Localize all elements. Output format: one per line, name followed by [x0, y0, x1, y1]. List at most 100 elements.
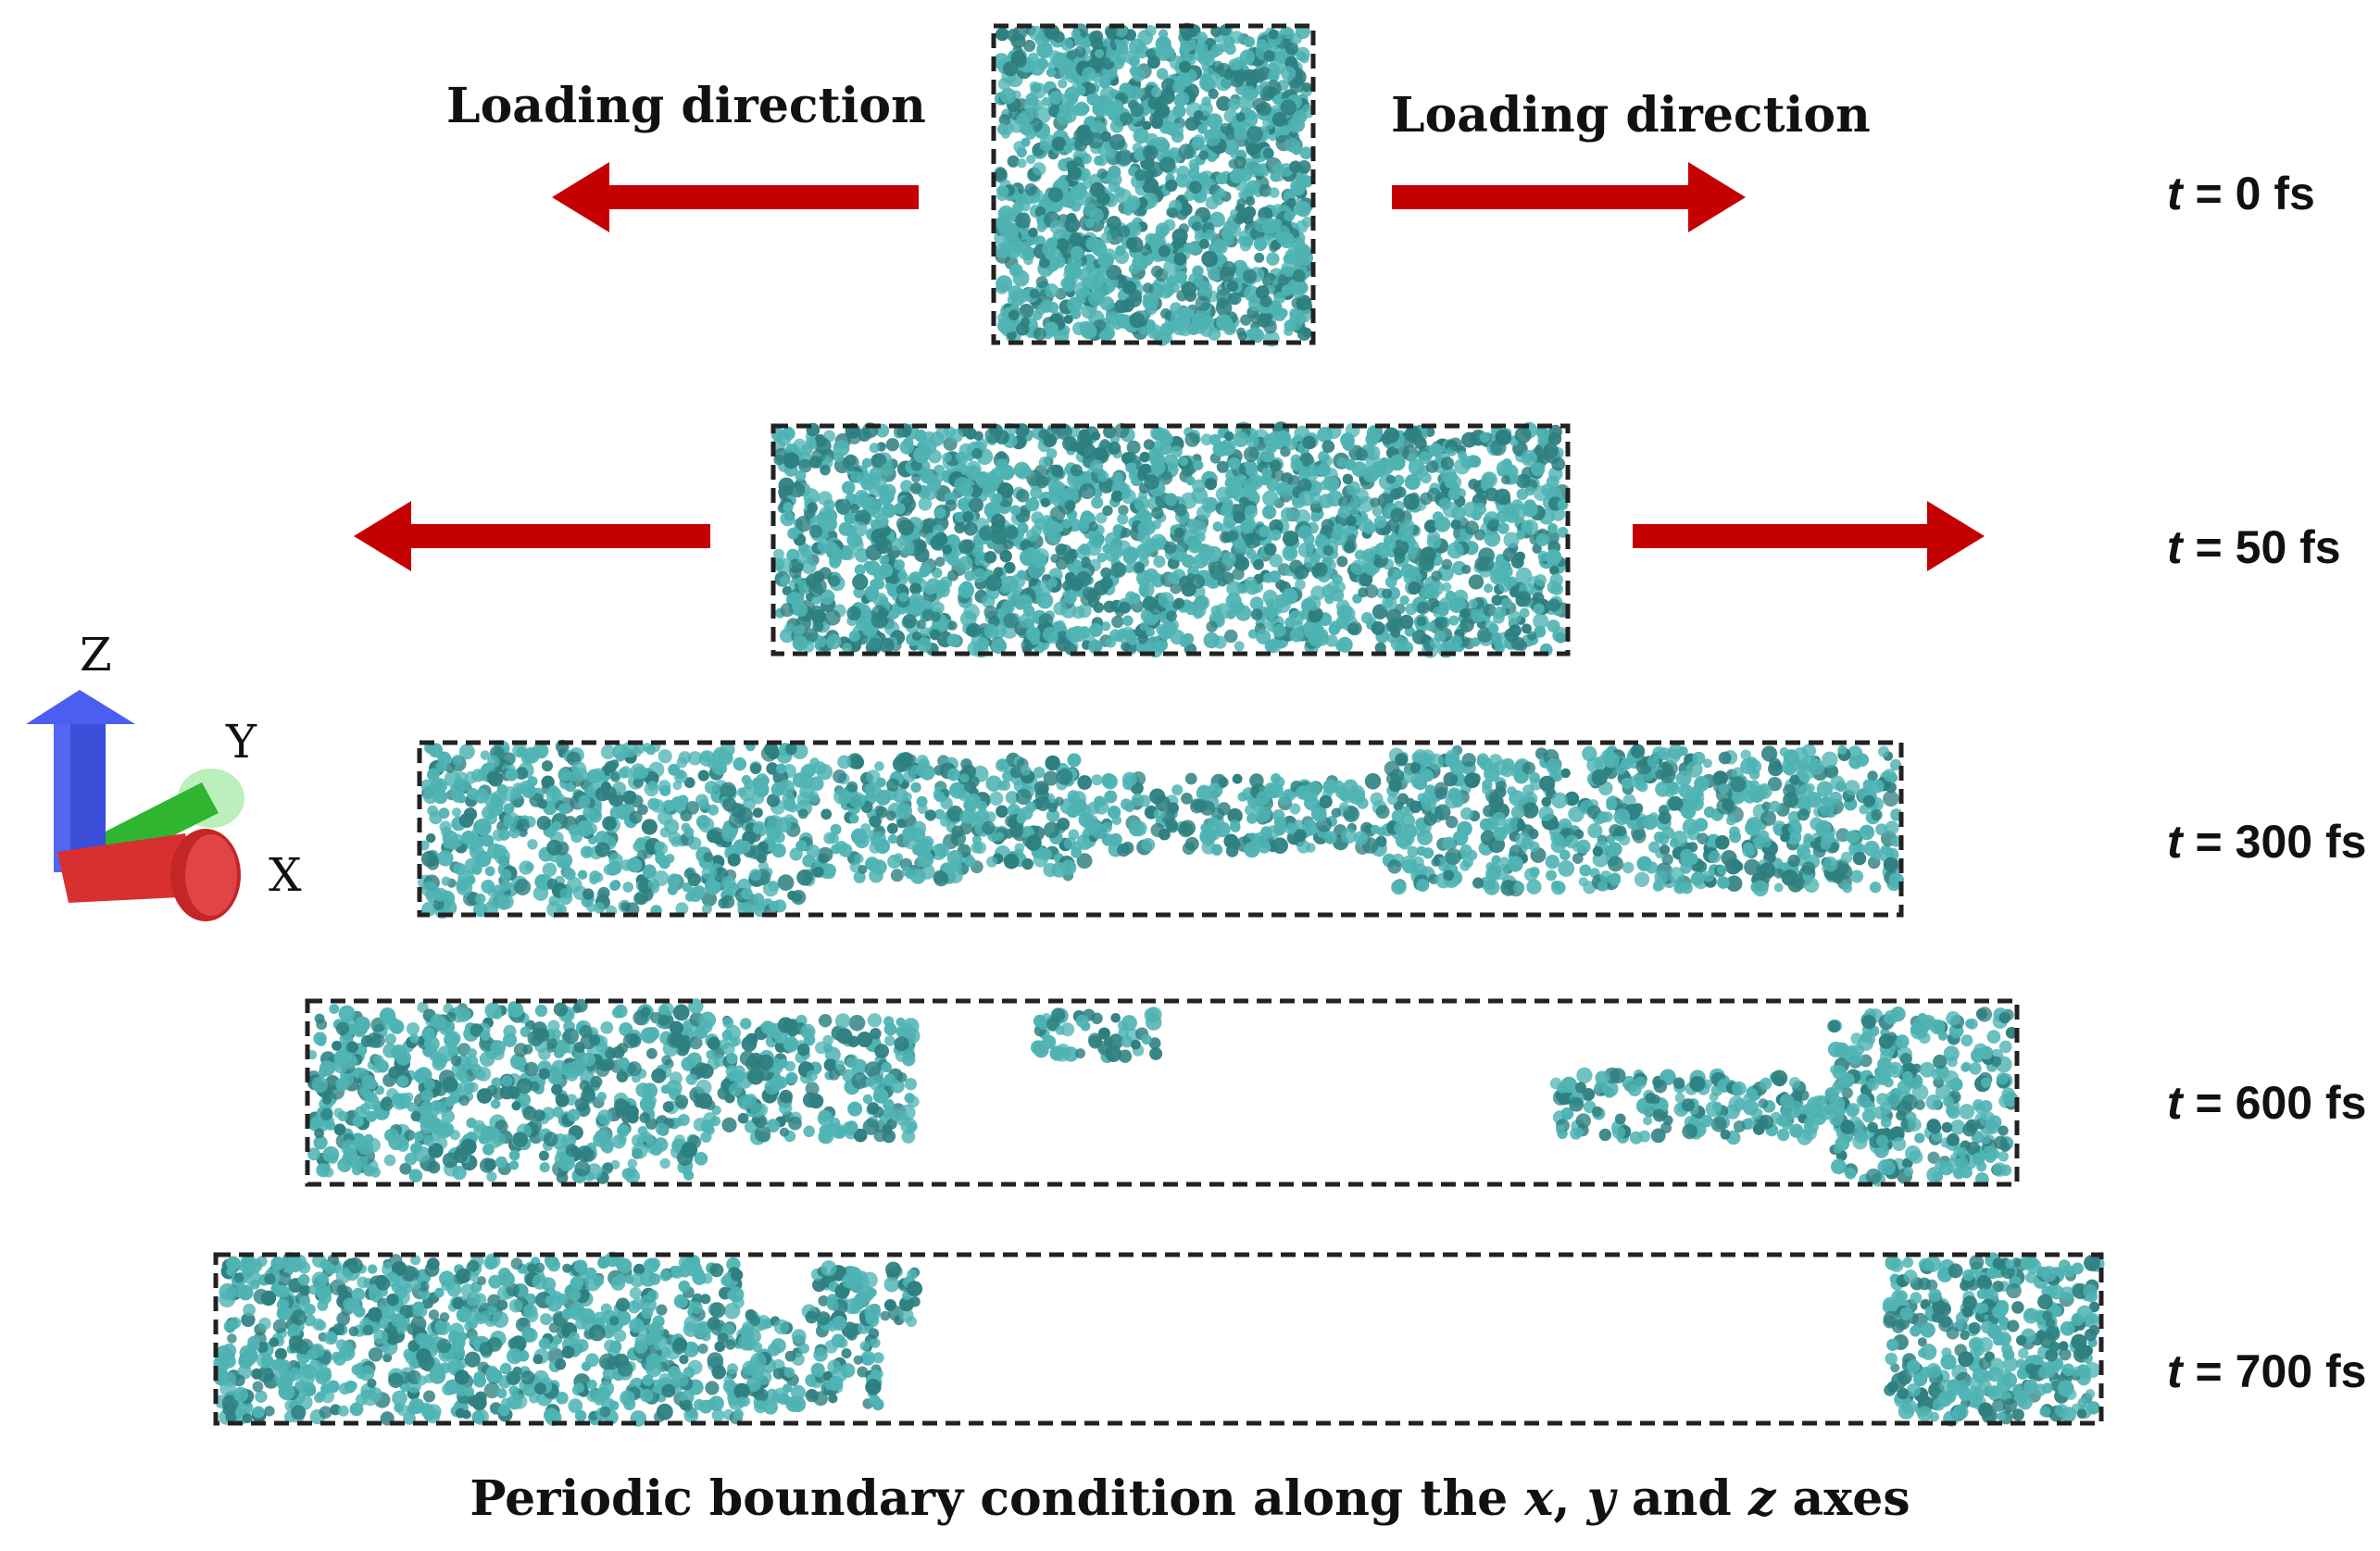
atom — [1085, 236, 1100, 251]
atom — [787, 527, 799, 540]
atom — [1184, 772, 1197, 785]
atom — [795, 547, 812, 565]
atom — [1434, 516, 1451, 532]
atom — [1514, 426, 1532, 444]
atom — [1541, 796, 1552, 807]
atom — [838, 521, 853, 536]
atom — [622, 882, 633, 893]
atom — [1152, 427, 1167, 442]
atom — [1137, 510, 1148, 521]
atom — [498, 829, 510, 841]
atom — [1181, 793, 1193, 805]
atom — [971, 834, 982, 844]
atom — [1079, 443, 1096, 459]
atom — [1547, 523, 1559, 533]
atom — [741, 774, 752, 785]
atom — [542, 760, 553, 772]
atom — [1079, 482, 1096, 499]
atom — [1030, 635, 1040, 645]
atom — [811, 609, 826, 623]
atom — [1125, 462, 1135, 473]
atom — [659, 784, 671, 796]
atom — [934, 507, 946, 519]
atom — [1099, 256, 1111, 268]
atom — [1045, 283, 1059, 298]
atom — [846, 606, 861, 621]
atom — [923, 486, 938, 500]
atom — [1434, 787, 1447, 800]
atom — [1743, 790, 1757, 804]
atom — [997, 220, 1015, 238]
atom — [928, 449, 942, 464]
atom — [602, 816, 617, 831]
atom — [1109, 100, 1124, 114]
atom — [1333, 523, 1344, 534]
atom — [1083, 203, 1097, 218]
atom — [527, 839, 538, 850]
atom — [514, 879, 532, 896]
atom — [438, 807, 450, 819]
atom — [1234, 126, 1247, 140]
atom — [1028, 227, 1038, 238]
atom — [1282, 588, 1298, 605]
atom — [1271, 111, 1287, 127]
atom — [1094, 799, 1109, 815]
atom — [594, 902, 606, 914]
atom — [1087, 290, 1105, 307]
atom — [1221, 552, 1236, 567]
atom — [966, 622, 982, 638]
atom — [1078, 544, 1091, 556]
atom — [1146, 627, 1156, 637]
atom — [1228, 98, 1241, 111]
atom — [620, 766, 633, 779]
atom — [670, 836, 682, 847]
atom — [1462, 501, 1480, 519]
atom — [1522, 623, 1532, 634]
atom — [1063, 552, 1076, 565]
atom — [1385, 619, 1400, 632]
atom — [911, 631, 922, 642]
atom — [1526, 879, 1542, 894]
atom — [1246, 477, 1258, 490]
atom — [1165, 123, 1179, 136]
atom — [1322, 779, 1338, 794]
atom — [983, 606, 998, 619]
atom — [1199, 828, 1217, 845]
atom — [1089, 459, 1104, 473]
atom — [1729, 826, 1740, 838]
atom — [1361, 551, 1375, 565]
atom — [869, 467, 883, 481]
atom — [1130, 103, 1145, 118]
atom — [871, 605, 888, 621]
atom — [586, 769, 602, 784]
atom — [727, 853, 741, 867]
atom — [1021, 465, 1032, 477]
atom — [902, 614, 917, 629]
atom — [833, 788, 850, 805]
atom — [1100, 567, 1112, 579]
atom — [1289, 803, 1301, 815]
atom — [797, 808, 808, 819]
atom — [947, 620, 958, 631]
atom — [828, 575, 841, 587]
atom — [1645, 861, 1659, 874]
atom — [881, 462, 895, 477]
atom — [1128, 56, 1140, 68]
atom — [1058, 79, 1068, 89]
atom — [1146, 48, 1156, 59]
atom — [986, 478, 999, 492]
atom — [956, 451, 967, 463]
atom — [865, 497, 882, 515]
atom — [469, 844, 485, 860]
atom — [823, 499, 835, 511]
atom — [461, 831, 476, 845]
atom — [1262, 147, 1274, 159]
atom — [1289, 77, 1306, 94]
atom — [824, 609, 841, 626]
atom — [1159, 156, 1176, 173]
snapshot-0-atoms — [993, 22, 1315, 347]
atom — [1263, 50, 1275, 62]
atom — [1100, 576, 1113, 590]
atom — [1431, 857, 1441, 867]
atom — [1084, 218, 1096, 229]
